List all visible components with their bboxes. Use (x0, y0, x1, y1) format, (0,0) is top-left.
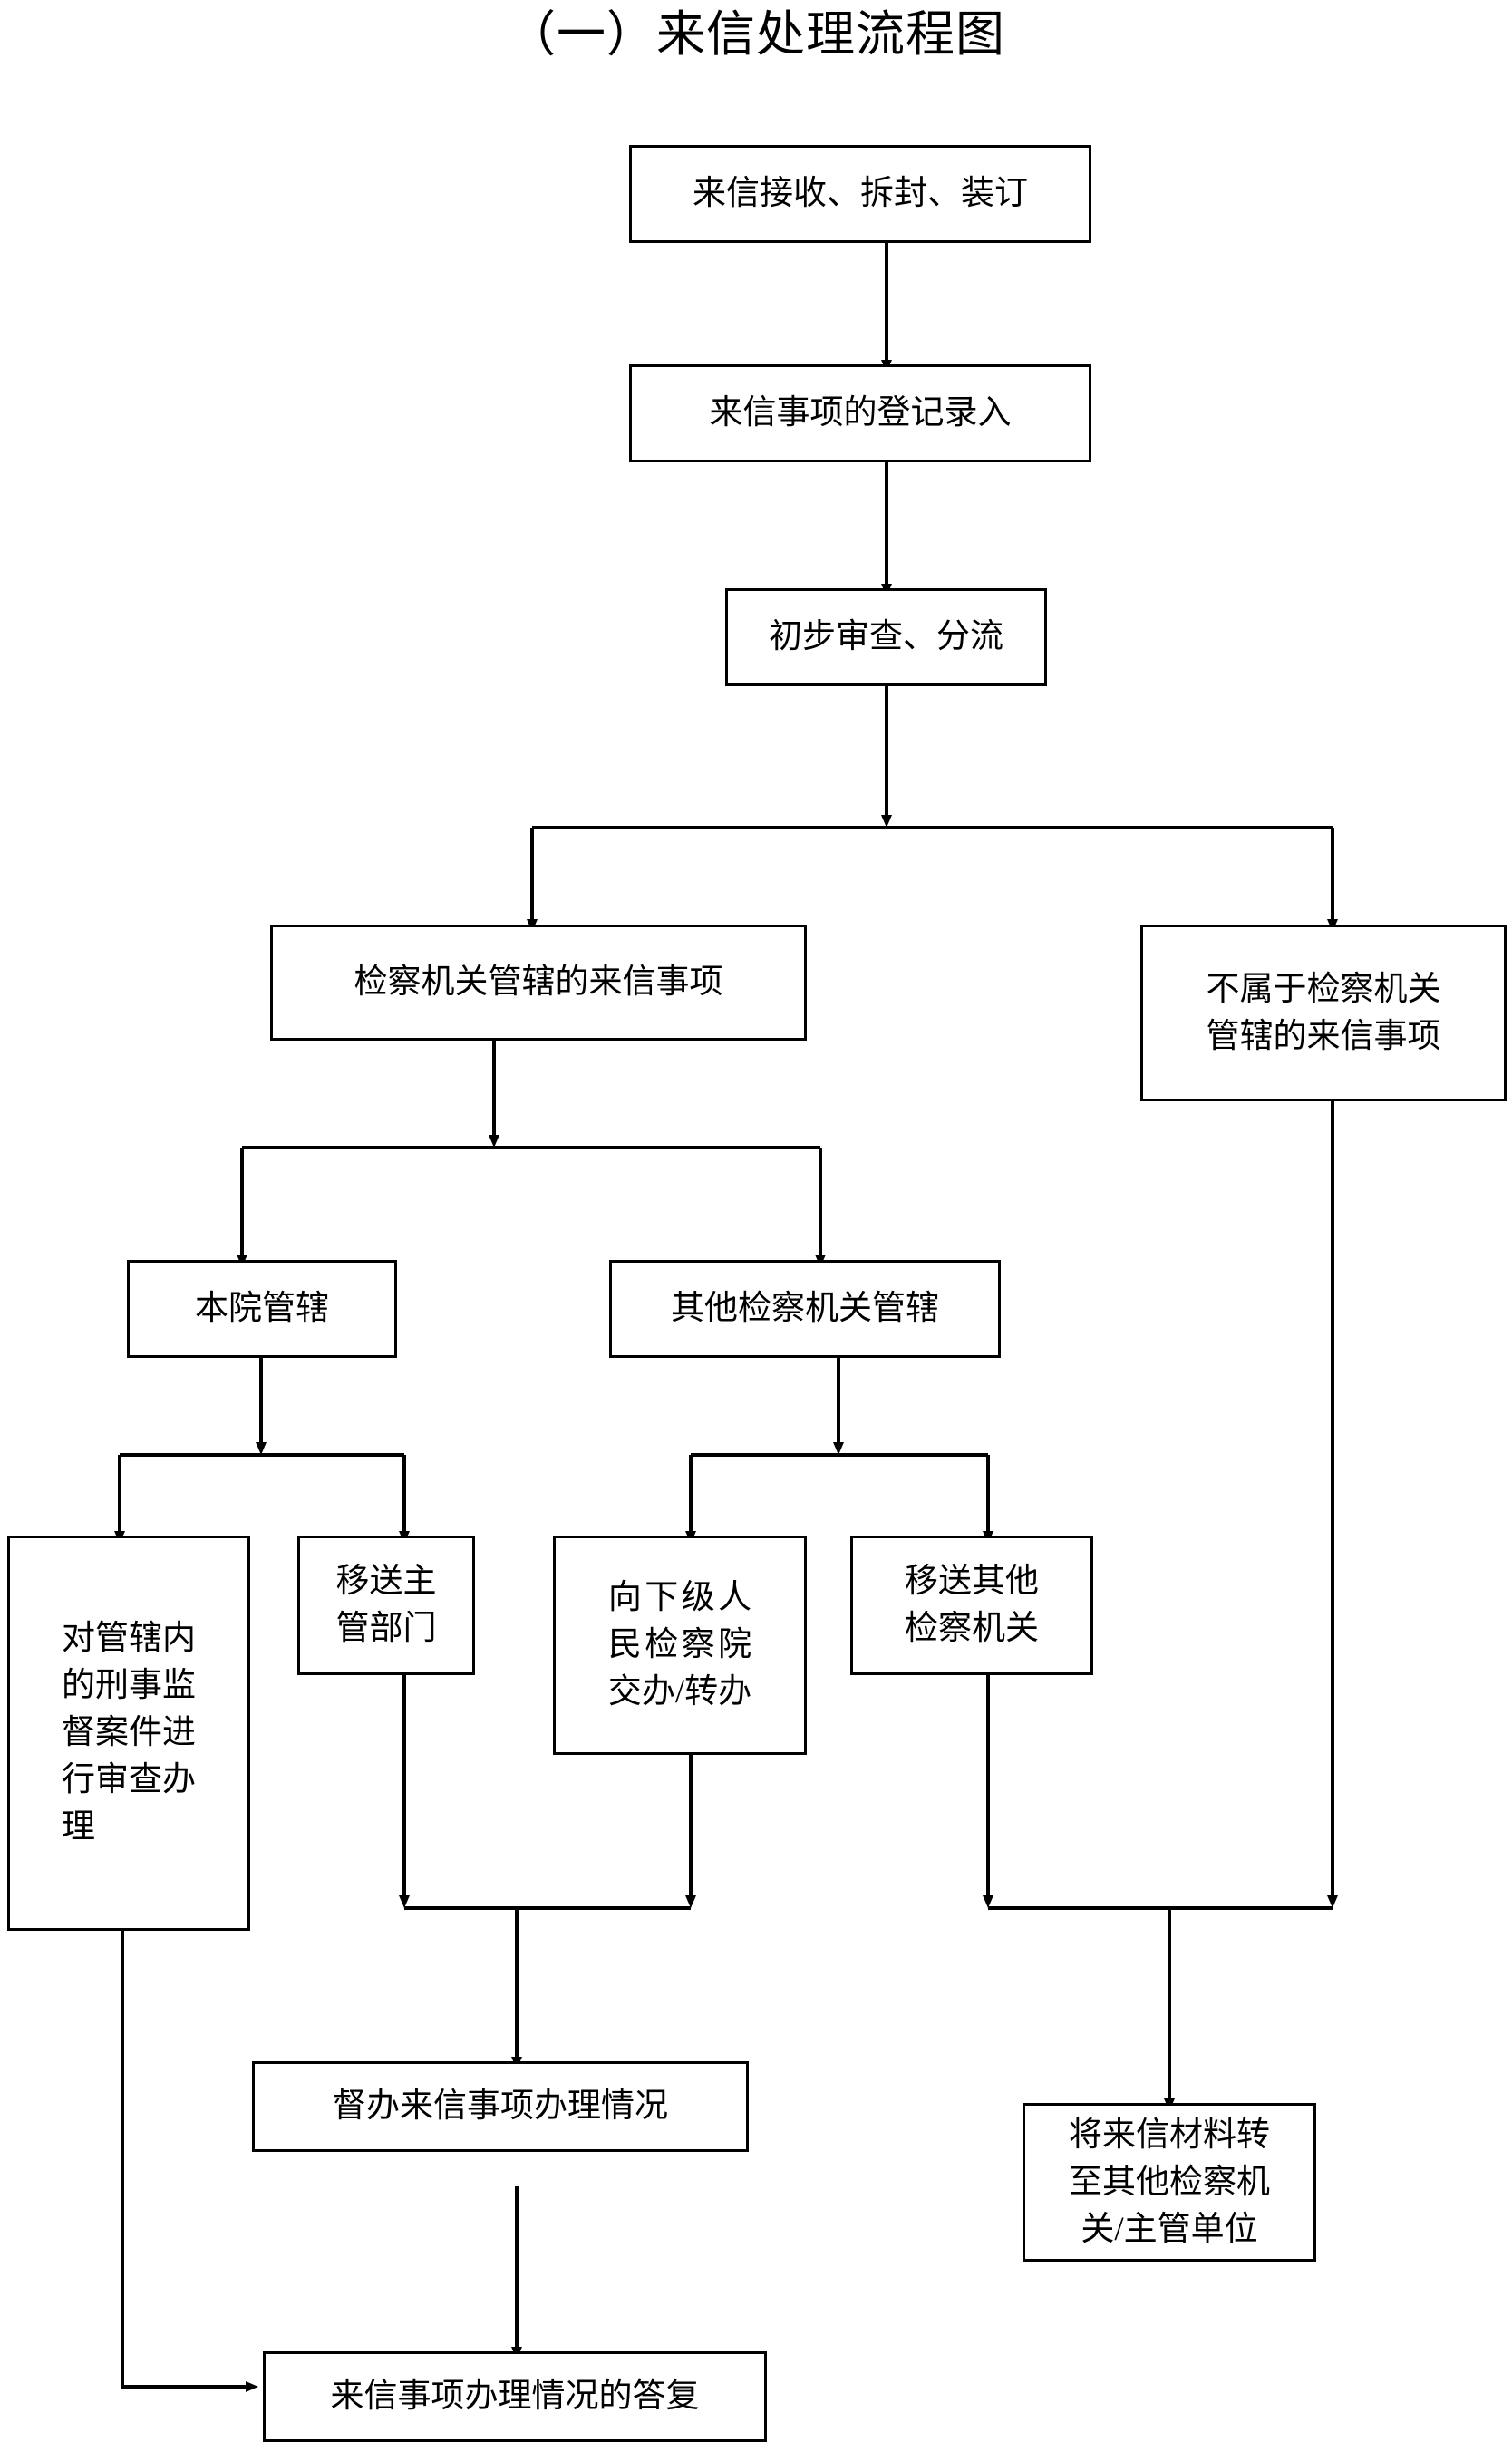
node-register[interactable]: 来信事项的登记录入 (629, 364, 1091, 462)
node-in-scope[interactable]: 检察机关管辖的来信事项 (270, 925, 807, 1041)
node-handle-case[interactable]: 对管辖内 的刑事监 督案件进 行审查办 理 (7, 1536, 250, 1931)
node-reply-label: 来信事项办理情况的答复 (330, 2378, 700, 2415)
node-own-court[interactable]: 本院管辖 (127, 1260, 397, 1358)
node-other-procuratorate-label: 其他检察机关管辖 (671, 1290, 939, 1327)
node-handle-case-label: 对管辖内 的刑事监 督案件进 行审查办 理 (62, 1620, 196, 1846)
node-own-court-label: 本院管辖 (195, 1290, 329, 1327)
node-supervise-label: 督办来信事项办理情况 (333, 2088, 668, 2125)
node-out-scope[interactable]: 不属于检察机关 管辖的来信事项 (1140, 925, 1507, 1101)
node-to-department[interactable]: 移送主 管部门 (297, 1536, 475, 1675)
node-transfer-materials-label: 将来信材料转 至其他检察机 关/主管单位 (1069, 2116, 1270, 2248)
node-to-other-procuratorate-label: 移送其他 检察机关 (905, 1563, 1039, 1647)
node-to-lower-procuratorate[interactable]: 向下级人 民检察院 交办/转办 (553, 1536, 807, 1755)
node-review-label: 初步审查、分流 (769, 618, 1003, 655)
page-title: （一）来信处理流程图 (507, 7, 1005, 62)
node-out-scope-label: 不属于检察机关 管辖的来信事项 (1206, 970, 1441, 1055)
node-to-lower-procuratorate-label: 向下级人 民检察院 交办/转办 (607, 1579, 752, 1710)
node-reply[interactable]: 来信事项办理情况的答复 (263, 2351, 767, 2442)
node-receive[interactable]: 来信接收、拆封、装订 (629, 145, 1091, 243)
node-receive-label: 来信接收、拆封、装订 (693, 175, 1028, 212)
node-to-other-procuratorate[interactable]: 移送其他 检察机关 (850, 1536, 1093, 1675)
node-to-department-label: 移送主 管部门 (335, 1563, 437, 1647)
node-in-scope-label: 检察机关管辖的来信事项 (354, 964, 723, 1001)
node-other-procuratorate[interactable]: 其他检察机关管辖 (609, 1260, 1001, 1358)
node-supervise[interactable]: 督办来信事项办理情况 (252, 2061, 749, 2152)
node-review[interactable]: 初步审查、分流 (725, 588, 1047, 686)
node-transfer-materials[interactable]: 将来信材料转 至其他检察机 关/主管单位 (1023, 2103, 1316, 2262)
node-register-label: 来信事项的登记录入 (709, 394, 1012, 431)
edge-handlecase-reply (121, 1931, 258, 2392)
